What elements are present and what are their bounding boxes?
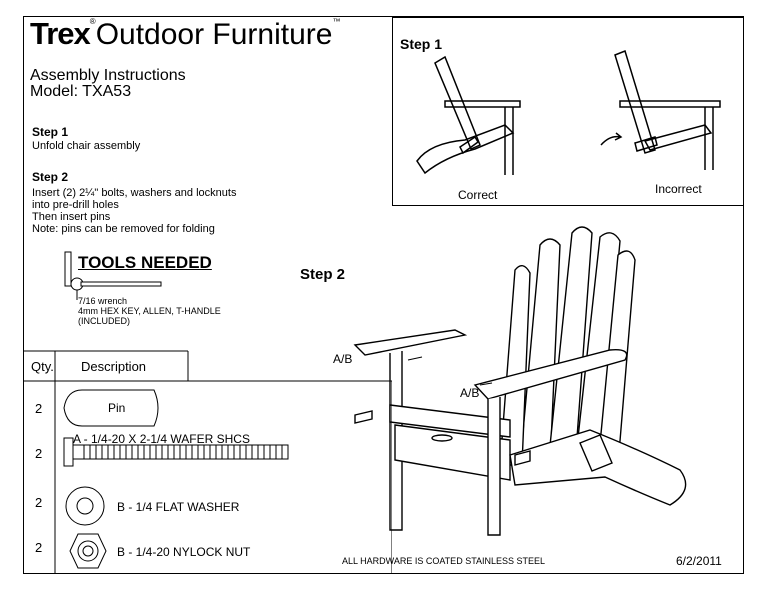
part-qty: 2 [35,401,43,416]
chair-incorrect-diagram [600,49,721,170]
tool-item: 4mm HEX KEY, ALLEN, T-HANDLE [78,306,221,316]
page-frame [23,16,744,574]
brand-logo: Trex®Outdoor Furniture™ [30,16,341,51]
tool-item: (INCLUDED) [78,316,131,326]
chair-correct-diagram [416,55,521,175]
t-handle-key-icon [64,251,162,300]
part-label: B - 1/4 FLAT WASHER [117,500,240,514]
part-qty: 2 [35,446,43,461]
correct-label: Correct [458,188,498,202]
part-label: B - 1/4-20 NYLOCK NUT [117,545,251,559]
tools-title: TOOLS NEEDED [78,253,212,272]
step2-line: Note: pins can be removed for folding [32,223,215,235]
parts-table-frame [23,350,392,574]
part-label: Pin [108,401,126,415]
incorrect-label: Incorrect [655,182,702,196]
step2-heading: Step 2 [32,170,69,184]
revision-date: 6/2/2011 [676,554,722,568]
part-qty: 2 [35,495,43,510]
washer-icon [65,486,105,526]
pin-icon [63,389,159,427]
part-label: A - 1/4-20 X 2-1/4 WAFER SHCS [73,432,250,446]
hardware-note: ALL HARDWARE IS COATED STAINLESS STEEL [342,556,546,566]
step1-text: Unfold chair assembly [32,140,141,152]
step2-panel-title: Step 2 [300,266,346,283]
model-number: Model: TXA53 [30,83,132,100]
bolt-icon [63,437,289,467]
chair-side-views [416,49,721,175]
nut-icon [69,533,107,569]
doc-title: Assembly Instructions [30,67,186,84]
step1-panel [392,17,744,206]
step2-line: into pre-drill holes [32,199,119,211]
chair-assembly-diagram [353,226,687,536]
ab-label: A/B [333,352,353,366]
ab-label: A/B [460,386,480,400]
step1-panel-title: Step 1 [400,36,443,52]
step2-line: Insert (2) 2¼" bolts, washers and locknu… [32,187,237,199]
tool-item: 7/16 wrench [78,296,128,306]
description-header: Description [81,359,147,374]
part-qty: 2 [35,540,43,555]
qty-header: Qty. [31,359,54,374]
step2-line: Then insert pins [32,211,111,223]
step1-heading: Step 1 [32,125,69,139]
